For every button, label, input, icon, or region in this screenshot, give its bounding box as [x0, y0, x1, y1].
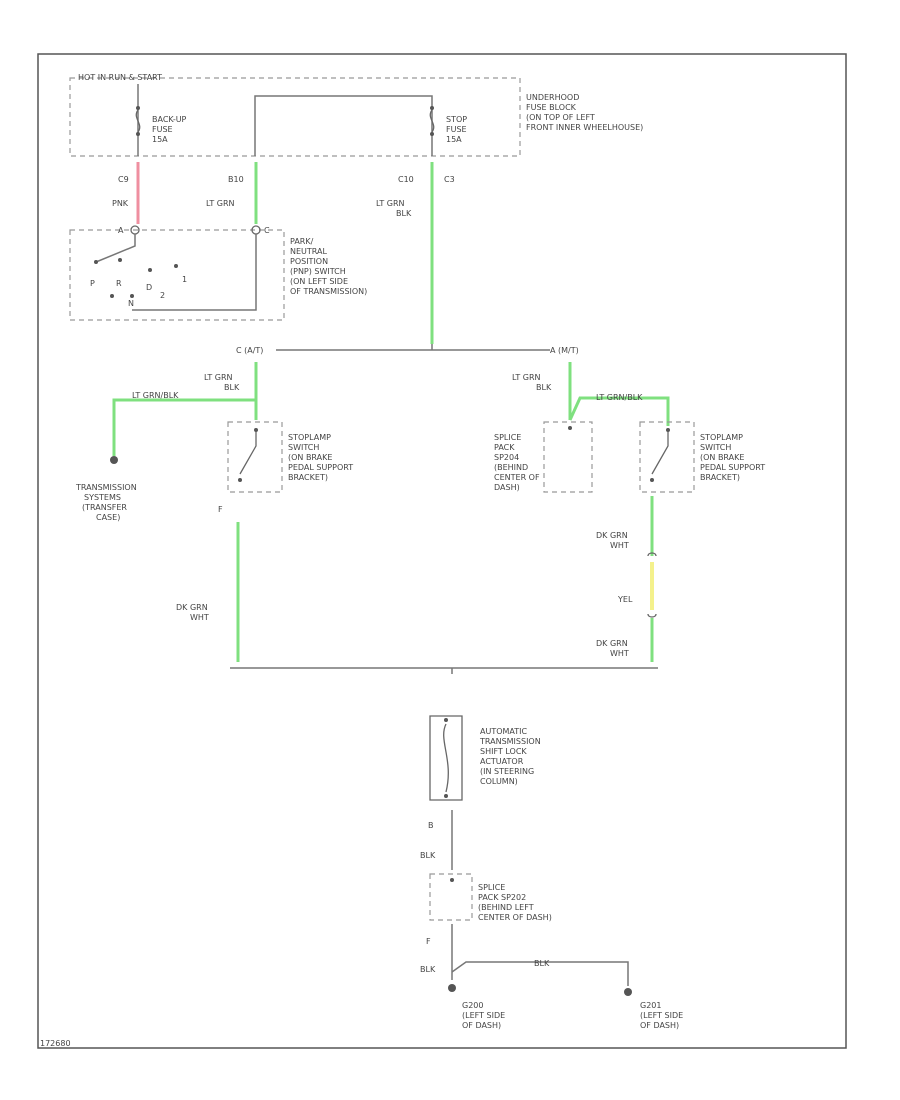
underhood-block-label: UNDERHOOD FUSE BLOCK (ON TOP OF LEFT FRO…: [526, 93, 643, 132]
backup-fuse-term-bot: [136, 132, 140, 136]
splice-2-term: [450, 878, 454, 882]
pnk-label: PNK: [112, 199, 129, 208]
stop-fuse-label: STOP FUSE 15A: [446, 115, 470, 144]
pnp-pos-2-dot: [130, 294, 134, 298]
right-connector-bot: [647, 613, 657, 618]
backup-fuse: [135, 109, 141, 133]
g200-icon: [448, 984, 456, 992]
pnp-pos-r: R: [116, 279, 122, 288]
stop-fuse: [429, 109, 435, 133]
stoplamp-1-term-top: [254, 428, 258, 432]
pnp-internal-wire-c: [132, 234, 257, 311]
trans-system-terminal: [110, 456, 118, 464]
pnp-internal-wire-a: [95, 234, 136, 263]
g201-icon: [624, 988, 632, 996]
blk-label-3: BLK: [534, 959, 550, 968]
c3-label: C3: [444, 175, 455, 184]
pnp-pos-p-dot: [94, 260, 98, 264]
pnp-pin-c: C: [264, 226, 270, 235]
fuse-bus-wire: [254, 95, 433, 156]
blk-label-1: BLK: [420, 851, 436, 860]
pin-b-label: B: [428, 821, 434, 830]
stoplamp-2-label: STOPLAMP SWITCH (ON BRAKE PEDAL SUPPORT …: [700, 433, 768, 482]
pnp-pos-r-dot: [118, 258, 122, 262]
splice-2-outline: [429, 873, 473, 921]
lt-grn-blk-label-5: LT GRN/BLK: [596, 393, 643, 402]
figure-id: 172680: [40, 1039, 71, 1048]
connector-left-label: C (A/T): [236, 346, 263, 355]
splice-1-label: SPLICE PACK SP204 (BEHIND CENTER OF DASH…: [494, 433, 542, 492]
g201-wire: [451, 961, 629, 986]
stoplamp-2-contact: [651, 432, 669, 475]
b10-label: B10: [228, 175, 244, 184]
backup-fuse-term-top: [136, 106, 140, 110]
pnp-pos-1-dot: [174, 264, 178, 268]
pnp-pos-p: P: [90, 279, 95, 288]
dk-grn-wht-label-1: DK GRN WHT: [176, 603, 210, 622]
actuator-coil-icon: [443, 723, 449, 793]
lt-grn-label-1: LT GRN: [206, 199, 235, 208]
blk-label-2: BLK: [420, 965, 436, 974]
pnp-pos-n: N: [128, 299, 134, 308]
stoplamp-1-label: STOPLAMP SWITCH (ON BRAKE PEDAL SUPPORT …: [288, 433, 356, 482]
diagram-frame: [37, 53, 847, 1049]
splice-1-term: [568, 426, 572, 430]
pnp-pos-n-dot: [110, 294, 114, 298]
actuator-term-top: [444, 718, 448, 722]
connector-right-label: A (M/T): [550, 346, 579, 355]
pnp-switch-outline: [69, 229, 285, 321]
pnp-pos-2: 2: [160, 291, 165, 300]
actuator-term-bot: [444, 794, 448, 798]
backup-fuse-label: BACK-UP FUSE 15A: [152, 115, 189, 144]
trans-system-wire: [112, 398, 256, 456]
trans-system-label: TRANSMISSION SYSTEMS (TRANSFER CASE): [75, 483, 139, 522]
pnp-pin-a: A: [118, 226, 124, 235]
fuse-block-outline: [69, 77, 521, 157]
stop-fuse-term-bot: [430, 132, 434, 136]
pnp-pos-1: 1: [182, 275, 187, 284]
pnp-switch-label: PARK/ NEUTRAL POSITION (PNP) SWITCH (ON …: [290, 237, 367, 296]
pin-f-label-1: F: [218, 505, 223, 514]
right-jumper-wire: [568, 396, 670, 426]
lt-grn-blk-label-1: LT GRN BLK: [376, 199, 412, 218]
stop-fuse-term-top: [430, 106, 434, 110]
g200-label: G200 (LEFT SIDE OF DASH): [462, 1001, 508, 1030]
stoplamp-2-term-bot: [650, 478, 654, 482]
yel-label: YEL: [617, 595, 633, 604]
g201-label: G201 (LEFT SIDE OF DASH): [640, 1001, 686, 1030]
actuator-label: AUTOMATIC TRANSMISSION SHIFT LOCK ACTUAT…: [479, 727, 543, 786]
dk-grn-wht-label-3: DK GRN WHT: [596, 639, 630, 658]
c9-label: C9: [118, 175, 129, 184]
actuator-body: [429, 715, 463, 801]
splice-1-outline: [543, 421, 593, 493]
lt-grn-blk-label-3: LT GRN/BLK: [132, 391, 179, 400]
hot-label: HOT IN RUN & START: [78, 73, 162, 82]
stoplamp-1-outline: [227, 421, 283, 493]
right-connector-top: [647, 552, 657, 557]
stoplamp-2-term-top: [666, 428, 670, 432]
lt-grn-blk-label-2: LT GRN BLK: [204, 373, 240, 392]
splice-2-label: SPLICE PACK SP202 (BEHIND LEFT CENTER OF…: [478, 883, 552, 922]
c10-label: C10: [398, 175, 414, 184]
pin-f-label-2: F: [426, 937, 431, 946]
lt-grn-blk-label-4: LT GRN BLK: [512, 373, 552, 392]
pnp-pos-d-dot: [148, 268, 152, 272]
stoplamp-1-contact: [239, 432, 257, 475]
stoplamp-1-term-bot: [238, 478, 242, 482]
stoplamp-2-outline: [639, 421, 695, 493]
dk-grn-wht-label-2: DK GRN WHT: [596, 531, 630, 550]
pnp-pos-d: D: [146, 283, 152, 292]
